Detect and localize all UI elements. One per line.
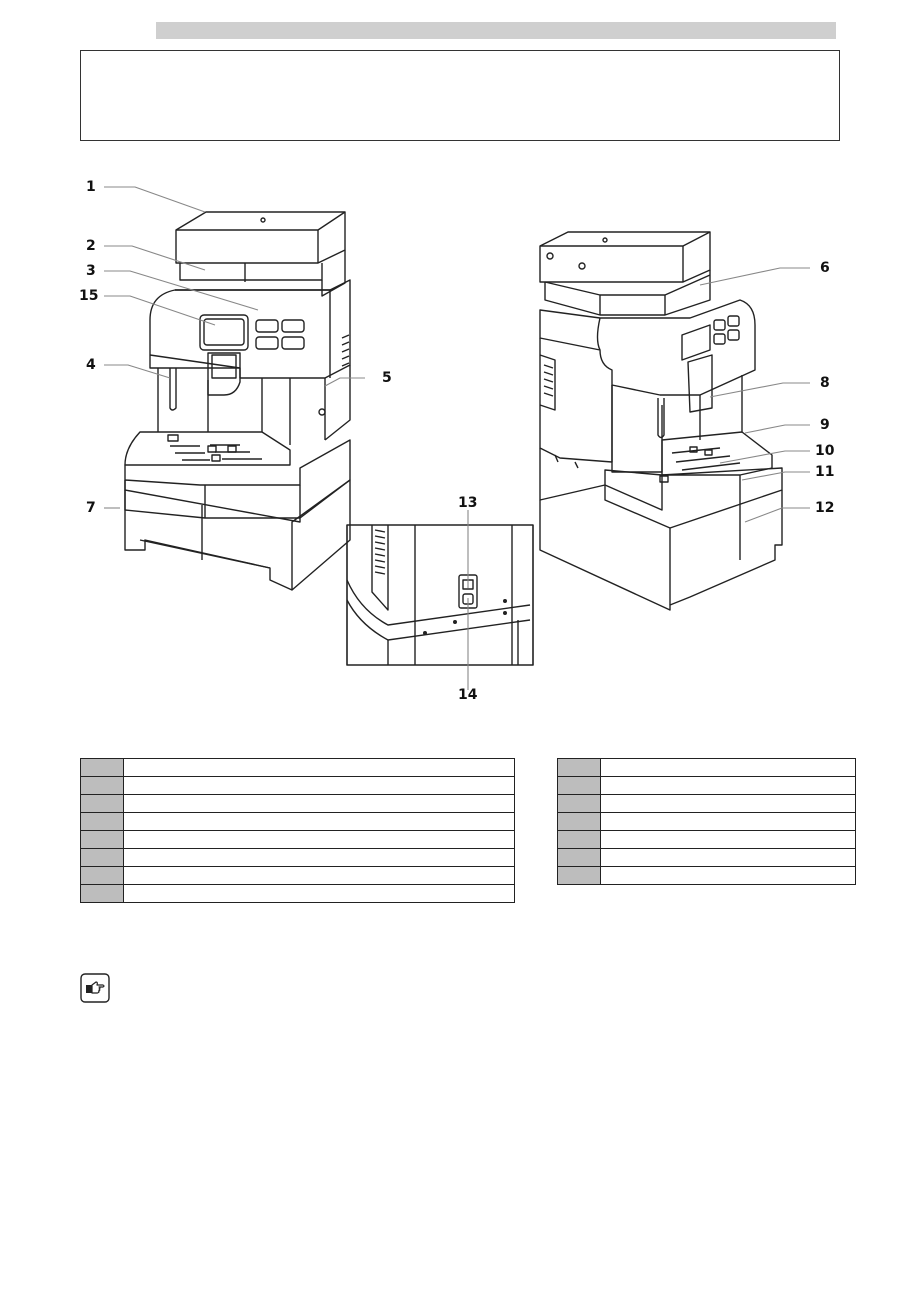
table-row [557, 866, 856, 885]
machine-drawing [104, 186, 810, 690]
table-row [80, 776, 515, 795]
callout-10: 10 [815, 443, 835, 459]
callout-9: 9 [820, 417, 830, 433]
table-row [80, 848, 515, 867]
table-row [557, 794, 856, 813]
table-row [557, 812, 856, 831]
callout-1: 1 [86, 179, 96, 195]
callout-14: 14 [458, 687, 478, 703]
parts-table-left [80, 758, 515, 903]
table-row [557, 758, 856, 777]
callout-12: 12 [815, 500, 835, 516]
pointing-hand-note-icon [80, 973, 110, 1003]
table-row [80, 794, 515, 813]
table-row [80, 758, 515, 777]
callout-11: 11 [815, 464, 835, 480]
callout-6: 6 [820, 260, 830, 276]
callout-5: 5 [382, 370, 392, 386]
header-bar [156, 22, 836, 39]
callout-7: 7 [86, 500, 96, 516]
callout-2: 2 [86, 238, 96, 254]
callout-4: 4 [86, 357, 96, 373]
table-row [557, 848, 856, 867]
table-row [80, 866, 515, 885]
table-row [80, 830, 515, 849]
callout-8: 8 [820, 375, 830, 391]
parts-table-right [557, 758, 856, 885]
callout-3: 3 [86, 263, 96, 279]
table-row [80, 812, 515, 831]
table-row [557, 830, 856, 849]
callout-13: 13 [458, 495, 478, 511]
callout-15: 15 [79, 288, 99, 304]
table-row [557, 776, 856, 795]
table-row [80, 884, 515, 903]
machine-illustration: 1 2 3 15 4 5 7 6 8 9 10 11 12 13 14 [0, 150, 918, 720]
title-frame [80, 50, 840, 141]
